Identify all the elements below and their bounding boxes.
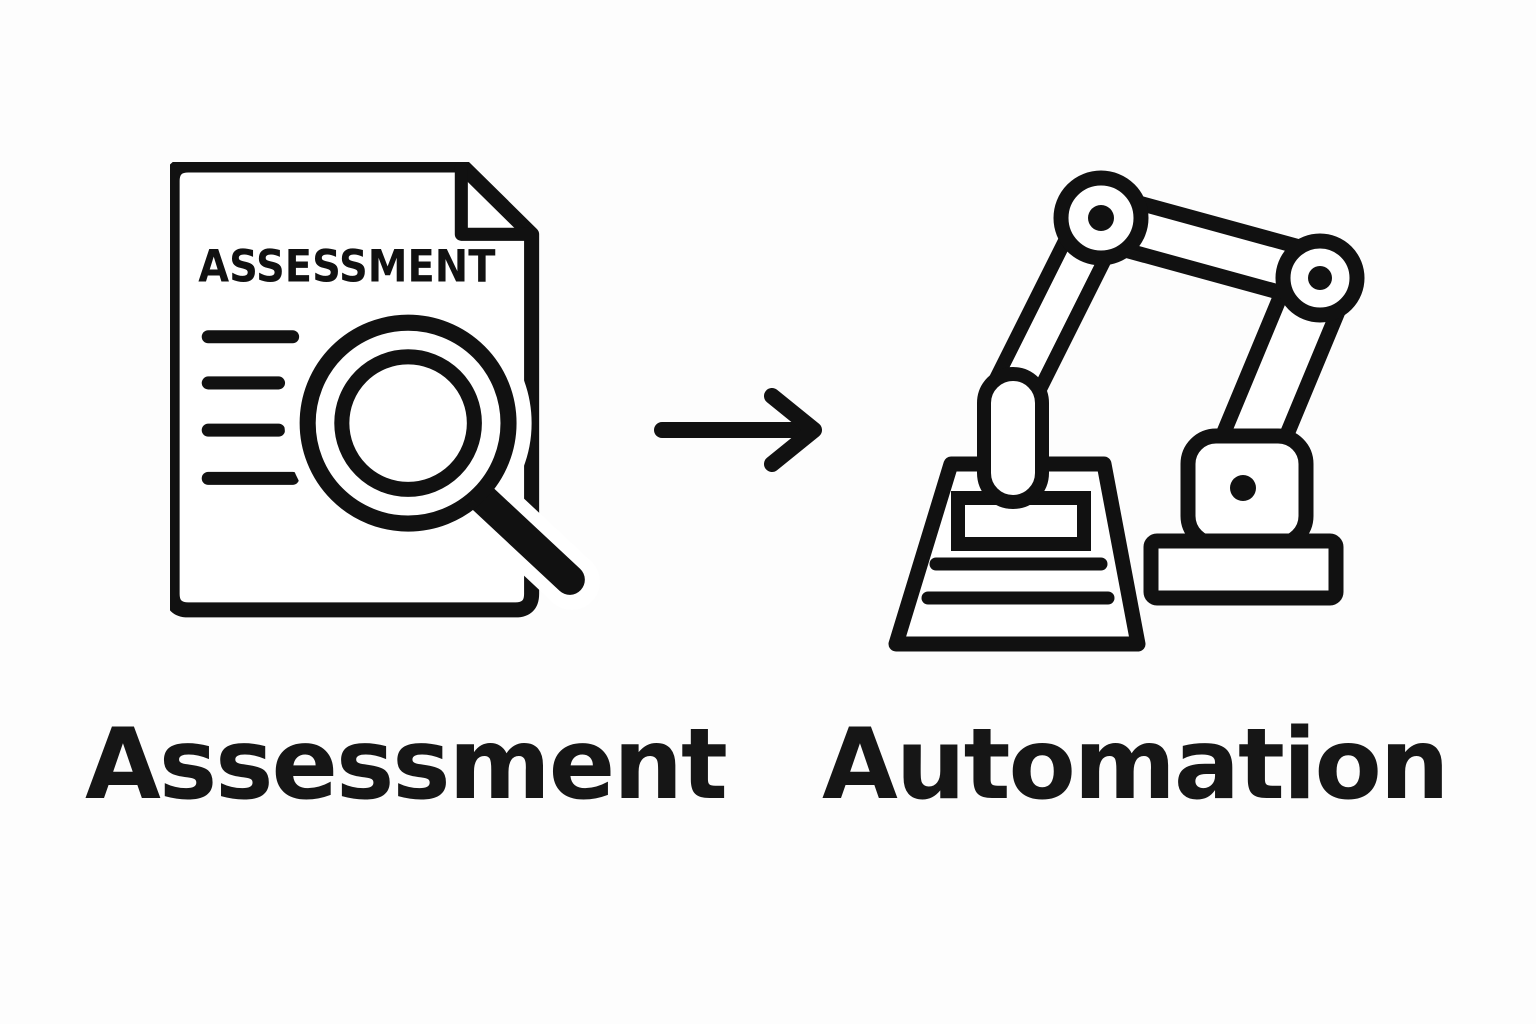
document-magnifier-svg: ASSESSMENT <box>170 162 600 618</box>
document-magnifier-icon: ASSESSMENT <box>170 162 602 634</box>
right-arrow-icon <box>652 382 848 478</box>
robot-arm-stamp-icon <box>886 156 1370 660</box>
robot-body <box>1180 428 1314 552</box>
robot-base <box>1143 533 1344 606</box>
automation-label: Automation <box>822 708 1450 822</box>
magnifier-glass <box>299 314 585 595</box>
document-text-lines <box>201 330 300 485</box>
robot-shoulder-joint <box>1053 170 1149 266</box>
robot-arm-svg <box>888 170 1365 652</box>
assessment-label: Assessment <box>85 708 728 822</box>
right-arrow-svg <box>654 388 822 472</box>
stamp-text-lines <box>921 557 1115 605</box>
arrow-shape <box>654 388 822 472</box>
stamp-knob <box>977 367 1049 509</box>
document-title-text: ASSESSMENT <box>198 242 495 293</box>
robot-elbow-joint <box>1275 233 1365 323</box>
document-fold <box>454 162 535 241</box>
